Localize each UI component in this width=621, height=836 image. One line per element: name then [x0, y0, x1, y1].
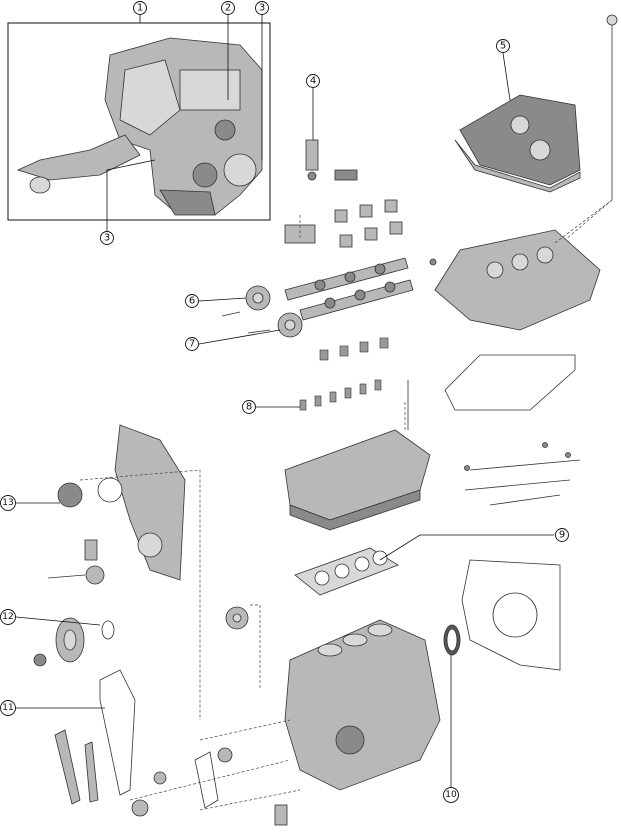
rear-cover-plate: [461, 559, 561, 671]
head-cover-gasket: [444, 354, 576, 411]
water-pump: [57, 482, 83, 508]
svg-text:5: 5: [500, 41, 506, 52]
svg-text:3: 3: [104, 233, 110, 244]
svg-text:4: 4: [310, 76, 316, 87]
oil-pump-chain: [131, 747, 233, 817]
leader-lines: [15, 14, 554, 787]
svg-text:13: 13: [2, 498, 13, 508]
svg-text:3: 3: [259, 3, 265, 14]
callout-6: 6: [185, 294, 199, 308]
valve-train-parts: [299, 337, 409, 430]
cylinder-head-cover: [434, 229, 601, 331]
callout-9: 9: [555, 528, 569, 542]
callout-3-bottom: 3: [100, 231, 114, 245]
timing-chain: [99, 669, 136, 796]
svg-text:2: 2: [225, 3, 231, 14]
svg-text:11: 11: [2, 703, 13, 713]
svg-text:6: 6: [189, 296, 195, 307]
svg-text:7: 7: [189, 339, 195, 350]
chain-guides: [54, 729, 99, 805]
ignition-harness: [464, 442, 581, 506]
svg-text:1: 1: [137, 3, 143, 14]
callout-11: 11: [0, 700, 16, 716]
callout-10: 10: [443, 787, 459, 803]
camshafts: [284, 257, 414, 321]
svg-text:9: 9: [559, 530, 565, 541]
crank-sensor: [274, 804, 288, 826]
callout-12: 12: [0, 609, 16, 625]
cylinder-head: [284, 429, 431, 531]
svg-text:8: 8: [246, 402, 252, 413]
crank-sprocket: [225, 606, 249, 630]
oil-control-valve: [305, 139, 319, 181]
callout-8: 8: [242, 400, 256, 414]
rocker-arm-set: [284, 169, 403, 248]
callout-3-top: 3: [255, 1, 269, 15]
callout-2: 2: [221, 1, 235, 15]
assembled-engine-inset: [7, 22, 271, 221]
engine-cover: [454, 94, 581, 193]
callout-13: 13: [0, 495, 16, 511]
cylinder-head-gasket: [294, 547, 399, 596]
callout-4: 4: [306, 74, 320, 88]
callout-7: 7: [185, 337, 199, 351]
svg-text:12: 12: [2, 612, 13, 622]
callout-5: 5: [496, 39, 510, 53]
timing-chain-cover: [97, 424, 186, 581]
cylinder-block: [284, 619, 441, 791]
assembled-engine: [16, 37, 263, 216]
chain-tensioner: [47, 539, 105, 585]
svg-text:10: 10: [445, 790, 457, 800]
callout-1: 1: [133, 1, 147, 15]
crankshaft-pulley: [33, 617, 115, 667]
oil-dipstick: [606, 14, 618, 200]
